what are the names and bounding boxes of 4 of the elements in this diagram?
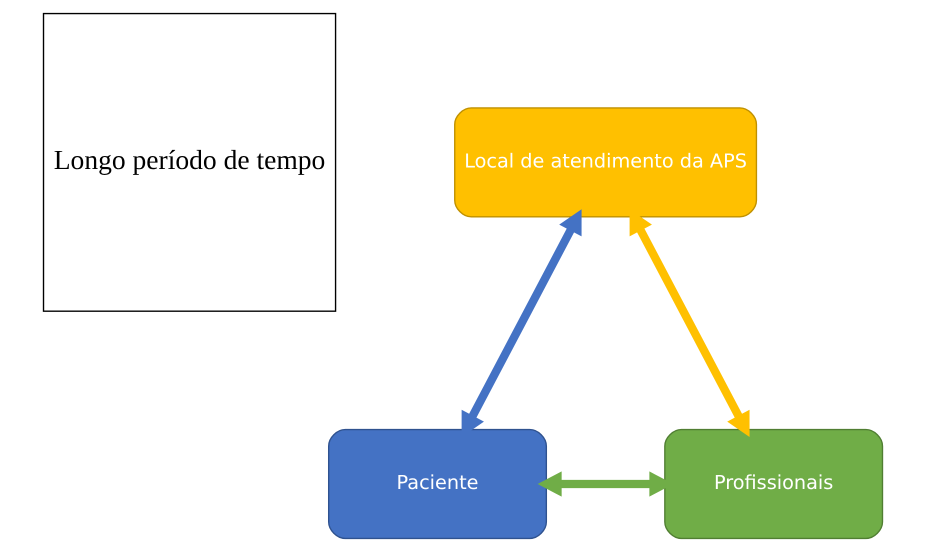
node-box: Profissionais — [664, 428, 883, 540]
node-box: Local de atendimento da APS — [454, 107, 757, 218]
node-box: Longo período de tempo — [42, 12, 336, 312]
node-box: Paciente — [328, 428, 547, 540]
